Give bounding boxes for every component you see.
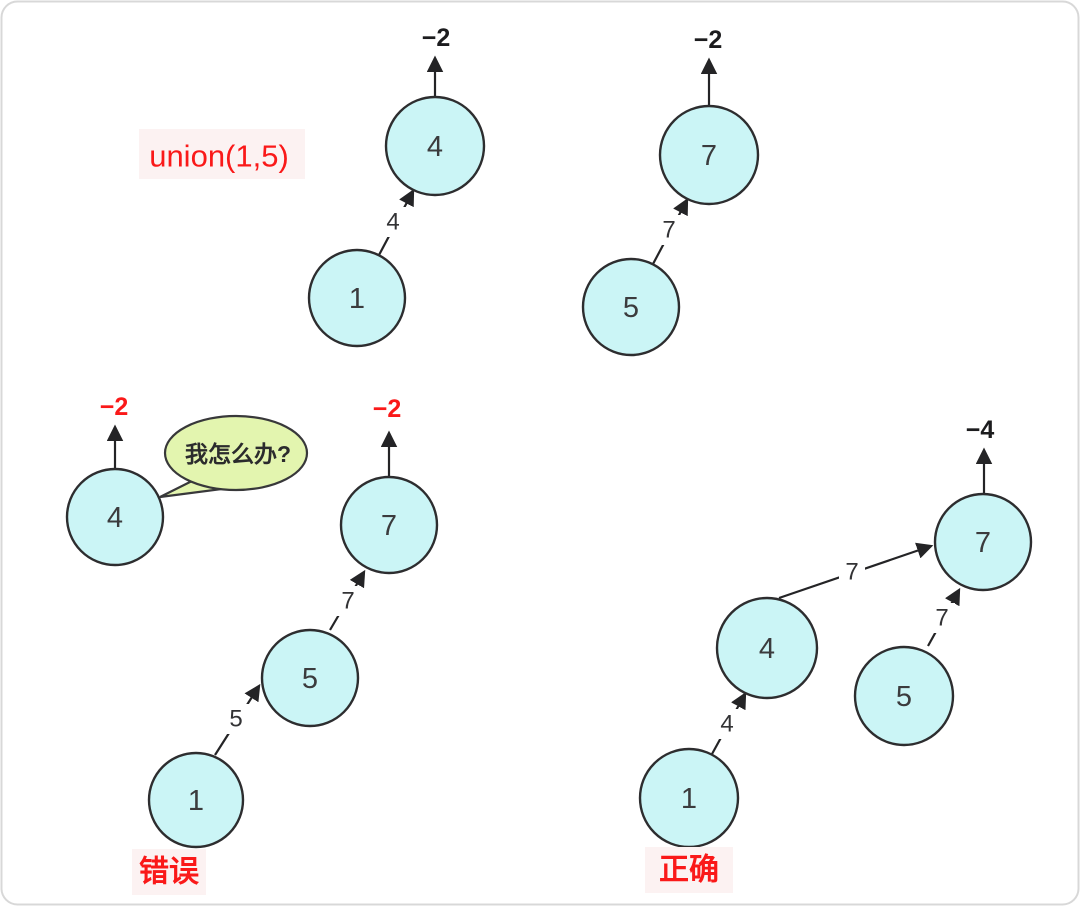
node-7-label: 7 [701, 140, 717, 172]
node-7 [658, 104, 760, 206]
root-weight-label: −2 [373, 395, 402, 423]
edge-label-bg [656, 215, 682, 245]
node-4-correct-label: 4 [759, 633, 775, 665]
node-5-correct [853, 645, 955, 747]
caption-highlight [139, 129, 305, 179]
node-4-label: 4 [427, 131, 443, 163]
node-4-correct [715, 596, 819, 700]
edge-label-bg [714, 709, 740, 739]
operation-label: union(1,5) [149, 139, 289, 174]
root-weight-label: −2 [422, 24, 451, 52]
edge-4-to-7-label: 7 [845, 559, 858, 586]
edge-5-to-7-label: 7 [662, 217, 675, 244]
top-left-tree: −2 4 4 1 [307, 24, 486, 348]
wrong-result-group: −2 我怎么办? 4 −2 7 5 7 5 1 错误 [65, 393, 439, 895]
speech-bubble: 我怎么办? [159, 414, 309, 499]
caption-highlight [645, 847, 733, 893]
edge-5-to-7-label: 7 [341, 588, 354, 615]
edge-1-to-4-label: 4 [720, 711, 733, 738]
node-1-correct-label: 1 [681, 783, 697, 815]
orphan-weight-label: −2 [100, 393, 129, 421]
node-7-wrong [339, 475, 439, 575]
node-1 [307, 248, 407, 348]
node-1-wrong-label: 1 [188, 785, 204, 817]
node-4-orphan-label: 4 [107, 502, 123, 534]
edge-label-bg [335, 586, 361, 616]
operation-caption: union(1,5) [139, 129, 305, 179]
node-7-correct-label: 7 [975, 527, 991, 559]
node-5-wrong [260, 628, 360, 728]
edge-label-bg [929, 603, 955, 633]
root-weight-label: −4 [966, 416, 995, 444]
wrong-caption: 错误 [139, 856, 200, 889]
edge-1-to-4-label: 4 [386, 209, 399, 236]
edge-label-bg [223, 704, 249, 734]
edge-label-bg [380, 207, 406, 237]
speech-bubble-text: 我怎么办? [185, 441, 291, 467]
top-right-tree: −2 7 7 5 [581, 26, 760, 357]
node-5 [581, 257, 681, 357]
node-7-correct [933, 492, 1033, 592]
node-5-label: 5 [623, 292, 639, 324]
node-1-label: 1 [349, 283, 365, 315]
node-7-wrong-label: 7 [381, 510, 397, 542]
edge-label-bg [839, 557, 865, 587]
speech-bubble-body [163, 414, 309, 492]
root-weight-label: −2 [694, 26, 723, 54]
edge-5-to-7-label: 7 [935, 605, 948, 632]
node-1-wrong [147, 751, 245, 849]
correct-result-group: −4 7 7 4 7 4 5 1 正确 [638, 416, 1033, 893]
node-4-orphan [65, 467, 165, 567]
node-5-wrong-label: 5 [302, 663, 318, 695]
caption-highlight [132, 849, 206, 895]
edge-1-to-5-label: 5 [229, 706, 242, 733]
node-5-correct-label: 5 [896, 681, 912, 713]
node-4 [384, 95, 486, 197]
correct-caption: 正确 [659, 853, 719, 887]
